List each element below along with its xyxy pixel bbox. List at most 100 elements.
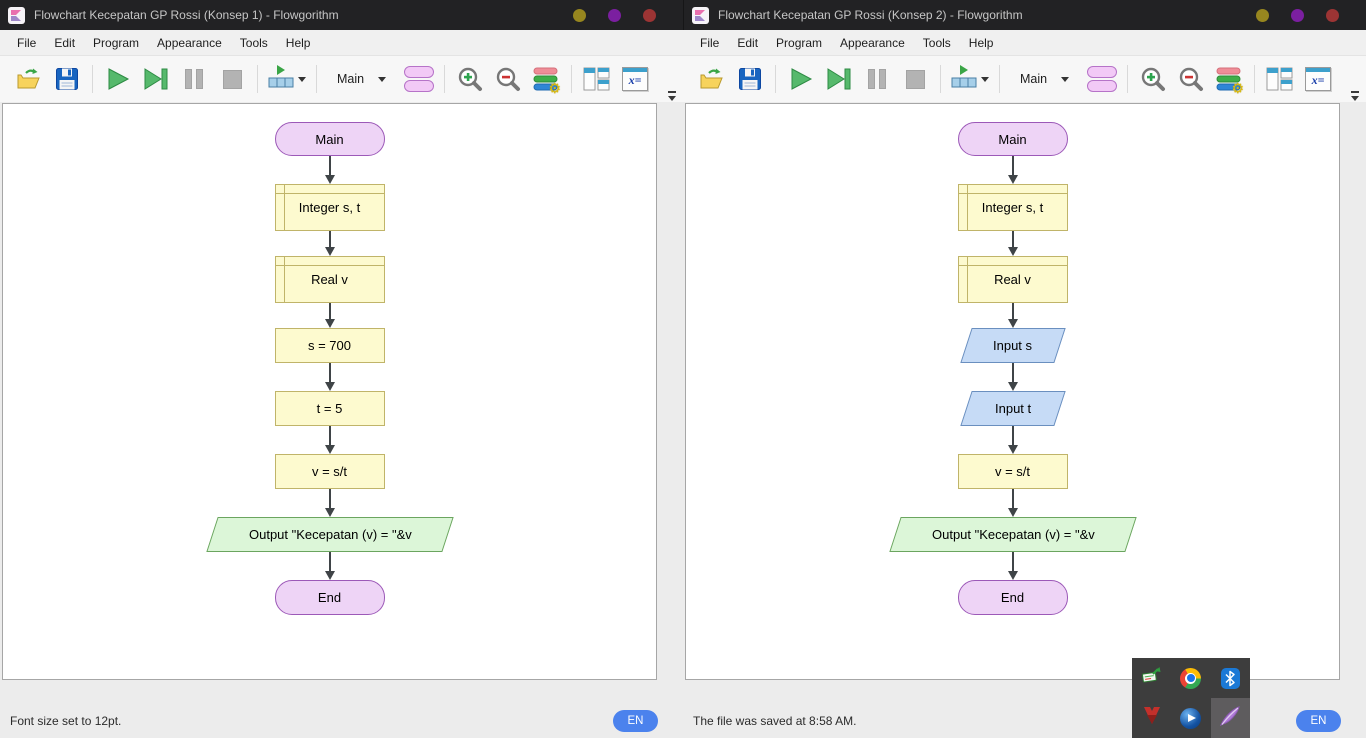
- menu-help[interactable]: Help: [968, 35, 994, 50]
- flow-arrow: [1007, 156, 1018, 184]
- flowchart-node-input-s[interactable]: Input s: [959, 328, 1066, 363]
- flowchart-node-end[interactable]: End: [274, 580, 385, 615]
- language-badge[interactable]: EN: [613, 710, 658, 732]
- save-button[interactable]: [734, 63, 766, 95]
- toolbar-separator: [940, 65, 941, 93]
- window-layout-button[interactable]: [581, 63, 613, 95]
- titlebar[interactable]: Flowchart Kecepatan GP Rossi (Konsep 1) …: [0, 0, 683, 30]
- zoom-in-icon: [457, 66, 483, 92]
- menu-tools[interactable]: Tools: [922, 35, 951, 50]
- flow-arrow: [1007, 489, 1018, 517]
- program-settings-button[interactable]: ⚙: [530, 63, 562, 95]
- flowchart-node-main[interactable]: Main: [274, 122, 385, 156]
- toolbar-separator: [999, 65, 1000, 93]
- step-button[interactable]: [823, 63, 855, 95]
- close-button[interactable]: [643, 8, 656, 22]
- flowchart-node-assign-s[interactable]: s = 700: [274, 328, 385, 363]
- functions-button[interactable]: [403, 63, 435, 95]
- flow-arrow: [1007, 363, 1018, 391]
- maximize-button[interactable]: [1291, 8, 1304, 22]
- function-selector[interactable]: Main: [327, 64, 396, 94]
- zoom-in-icon: [1140, 66, 1166, 92]
- menu-tools[interactable]: Tools: [239, 35, 268, 50]
- function-selector[interactable]: Main: [1010, 64, 1079, 94]
- settings-bars-icon: ⚙: [1216, 66, 1244, 95]
- flow-arrow: [1007, 552, 1018, 580]
- flowchart-node-end[interactable]: End: [957, 580, 1068, 615]
- open-button[interactable]: [13, 63, 45, 95]
- stop-button[interactable]: [899, 63, 931, 95]
- zoom-in-button[interactable]: [454, 63, 486, 95]
- function-selector-value: Main: [337, 72, 365, 86]
- menu-appearance[interactable]: Appearance: [840, 35, 905, 50]
- variable-watch-button[interactable]: x=: [1302, 63, 1334, 95]
- zoom-in-button[interactable]: [1137, 63, 1169, 95]
- menu-file[interactable]: File: [17, 35, 37, 50]
- pause-button[interactable]: [861, 63, 893, 95]
- flowchart-node-declare-v[interactable]: Real v: [957, 256, 1068, 303]
- menubar: File Edit Program Appearance Tools Help: [683, 30, 1366, 56]
- flowgorithm-logo-icon: [8, 6, 25, 24]
- minimize-button[interactable]: [1256, 8, 1269, 22]
- flowchart-node-assign-v[interactable]: v = s/t: [957, 454, 1068, 489]
- flowchart-node-output[interactable]: Output "Kecepatan (v) = "&v: [205, 517, 454, 552]
- open-folder-icon: [16, 67, 42, 91]
- window-konsep-2: Flowchart Kecepatan GP Rossi (Konsep 2) …: [683, 0, 1366, 738]
- close-button[interactable]: [1326, 8, 1339, 22]
- flow-arrow: [324, 426, 335, 454]
- step-forward-icon: [143, 67, 169, 91]
- zoom-out-button[interactable]: [1175, 63, 1207, 95]
- menu-edit[interactable]: Edit: [54, 35, 76, 50]
- flowchart-node-declare-st[interactable]: Integer s, t: [274, 184, 385, 231]
- flowchart-node-declare-st[interactable]: Integer s, t: [957, 184, 1068, 231]
- titlebar[interactable]: Flowchart Kecepatan GP Rossi (Konsep 2) …: [683, 0, 1366, 30]
- run-to-breakpoint-button[interactable]: [268, 64, 306, 95]
- step-button[interactable]: [140, 63, 172, 95]
- flowchart-node-input-t[interactable]: Input t: [959, 391, 1066, 426]
- tray-item-media-player[interactable]: [1171, 698, 1210, 738]
- program-settings-button[interactable]: ⚙: [1213, 63, 1245, 95]
- maximize-button[interactable]: [608, 8, 621, 22]
- save-floppy-icon: [55, 67, 79, 91]
- flowchart-canvas[interactable]: Main Integer s, t Real v Input s Input t…: [685, 103, 1340, 680]
- flowchart-node-assign-t[interactable]: t = 5: [274, 391, 385, 426]
- run-button[interactable]: [785, 63, 817, 95]
- open-button[interactable]: [696, 63, 728, 95]
- stop-button[interactable]: [216, 63, 248, 95]
- menu-program[interactable]: Program: [93, 35, 140, 50]
- menu-help[interactable]: Help: [285, 35, 311, 50]
- menu-edit[interactable]: Edit: [737, 35, 759, 50]
- run-button[interactable]: [102, 63, 134, 95]
- feather-icon: [1218, 705, 1242, 732]
- pause-button[interactable]: [178, 63, 210, 95]
- function-shapes-icon: [404, 66, 435, 92]
- minimize-button[interactable]: [573, 8, 586, 22]
- flowchart-node-assign-v[interactable]: v = s/t: [274, 454, 385, 489]
- tray-item-bluetooth[interactable]: [1211, 658, 1250, 698]
- tray-item-cash-app[interactable]: [1132, 658, 1171, 698]
- zoom-out-button[interactable]: [492, 63, 524, 95]
- flowchart-node-output[interactable]: Output "Kecepatan (v) = "&v: [888, 517, 1137, 552]
- toolbar: Main ⚙ x=: [683, 56, 1366, 102]
- menu-appearance[interactable]: Appearance: [157, 35, 222, 50]
- flowchart-node-declare-v[interactable]: Real v: [274, 256, 385, 303]
- variable-watch-button[interactable]: x=: [619, 63, 651, 95]
- tray-item-download-manager[interactable]: [1132, 698, 1171, 738]
- variable-watch-icon: x=: [622, 67, 649, 91]
- language-badge[interactable]: EN: [1296, 710, 1341, 732]
- functions-button[interactable]: [1086, 63, 1118, 95]
- run-to-breakpoint-button[interactable]: [951, 64, 989, 95]
- flowchart-canvas[interactable]: Main Integer s, t Real v s = 700 t = 5 v…: [2, 103, 657, 680]
- menu-file[interactable]: File: [700, 35, 720, 50]
- flowchart-node-main[interactable]: Main: [957, 122, 1068, 156]
- tray-item-chrome[interactable]: [1171, 658, 1210, 698]
- toolbar-overflow-button[interactable]: [666, 88, 679, 102]
- flowchart: Main Integer s, t Real v Input s Input t…: [686, 122, 1339, 615]
- menu-program[interactable]: Program: [776, 35, 823, 50]
- toolbar: Main ⚙ x=: [0, 56, 683, 102]
- toolbar-overflow-button[interactable]: [1349, 88, 1362, 102]
- save-button[interactable]: [51, 63, 83, 95]
- tray-item-feather-app[interactable]: [1210, 698, 1250, 738]
- window-layout-button[interactable]: [1264, 63, 1296, 95]
- flow-arrow: [324, 363, 335, 391]
